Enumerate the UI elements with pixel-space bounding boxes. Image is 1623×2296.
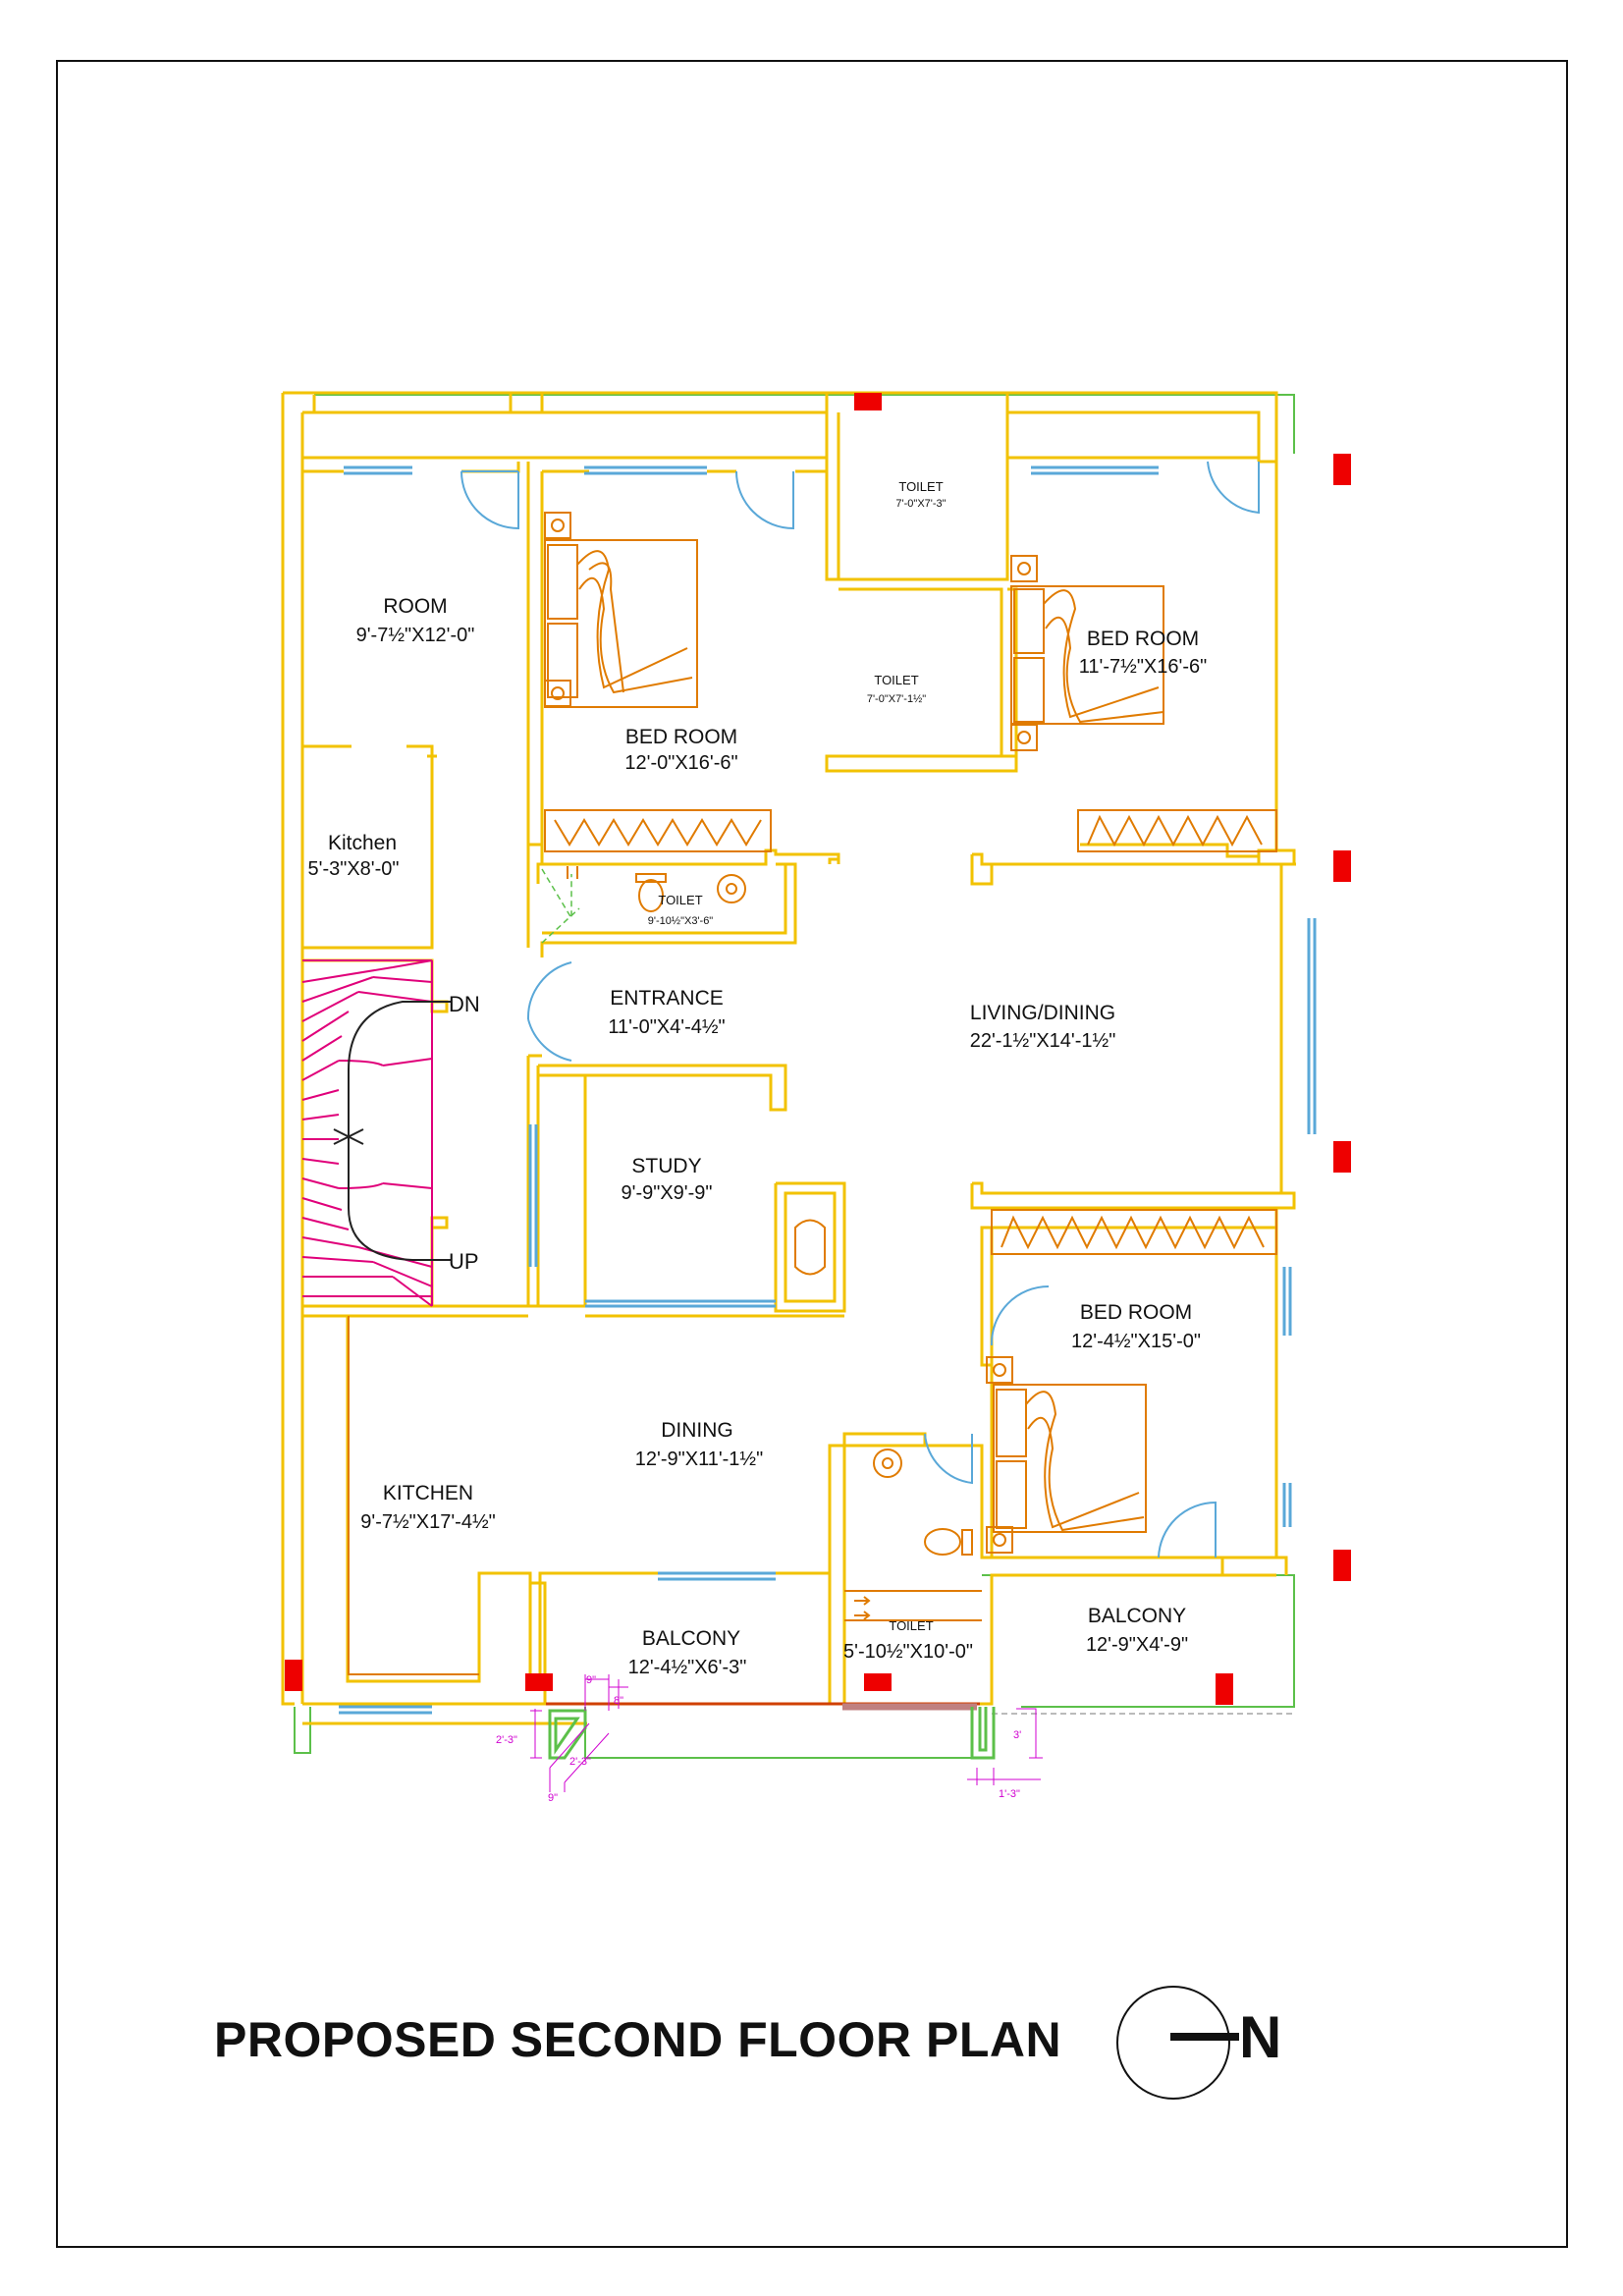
bed-bedroom-3 <box>986 1356 1147 1554</box>
stair-arrow <box>333 1001 452 1261</box>
room-name: ENTRANCE <box>610 987 724 1010</box>
planter <box>548 1707 996 1760</box>
balcony-railing <box>546 1702 1294 1715</box>
bed-bedroom-1 <box>544 512 698 708</box>
sheet-border <box>56 60 1568 2248</box>
room-name: ROOM <box>383 595 447 618</box>
room-name: TOILET <box>874 673 918 687</box>
room-dim: 7'-0"X7'-1½" <box>867 693 926 705</box>
room-name: TOILET <box>898 479 943 494</box>
room-name: BED ROOM <box>1087 628 1199 650</box>
north-letter: N <box>1239 2004 1282 2070</box>
bed-bedroom-2 <box>1010 555 1164 751</box>
windows <box>339 465 1317 1715</box>
toilet-fixtures <box>567 866 982 1621</box>
room-name: BED ROOM <box>1080 1301 1192 1324</box>
north-needle <box>1170 2033 1239 2041</box>
columns <box>285 393 1351 1705</box>
room-name: KITCHEN <box>383 1482 473 1504</box>
north-arrow <box>1116 1986 1239 2100</box>
room-name: LIVING/DINING <box>970 1002 1115 1024</box>
room-name: STUDY <box>631 1155 701 1177</box>
room-name: BED ROOM <box>625 726 737 748</box>
stair-down-label: DN <box>449 992 480 1016</box>
room-dim: 7'-0"X7'-3" <box>895 498 946 510</box>
dimension-label: 8" <box>614 1695 623 1707</box>
room-dim: 9'-7½"X12'-0" <box>356 625 475 646</box>
room-dim: 12'-4½"X6'-3" <box>628 1657 747 1678</box>
room-dim: 5'-3"X8'-0" <box>308 858 400 880</box>
stair-up-label: UP <box>449 1249 479 1274</box>
dimension-label: 9" <box>548 1792 558 1804</box>
room-name: BALCONY <box>642 1627 740 1650</box>
stair-labels: DN UP <box>449 992 480 1274</box>
room-dim: 12'-9"X11'-1½" <box>635 1449 763 1470</box>
dimension-label: 9" <box>586 1674 596 1686</box>
room-labels: ROOM 9'-7½"X12'-0" Kitchen 5'-3"X8'-0" B… <box>308 479 1208 1678</box>
room-dim: 5'-10½"X10'-0" <box>843 1641 973 1663</box>
toilet-door <box>541 868 580 944</box>
dimension-lines <box>530 1674 1043 1792</box>
north-circle <box>1116 1986 1230 2100</box>
room-dim: 12'-0"X16'-6" <box>624 752 737 774</box>
room-name: TOILET <box>889 1618 933 1633</box>
room-dim: 11'-7½"X16'-6" <box>1079 656 1207 678</box>
room-name: BALCONY <box>1088 1605 1186 1627</box>
room-dim: 11'-0"X4'-4½" <box>608 1016 725 1038</box>
room-name: Kitchen <box>328 832 397 854</box>
drawing-title: PROPOSED SECOND FLOOR PLAN <box>214 2012 1062 2067</box>
room-dim: 12'-9"X4'-9" <box>1086 1634 1188 1656</box>
kitchen-counter <box>348 1316 479 1675</box>
dimension-labels: 9" 8" 2'-3" 2'-3" 9" 3' 1'-3" <box>496 1674 1021 1804</box>
interior-walls <box>300 412 1296 1704</box>
dimension-label: 2'-3" <box>569 1756 591 1768</box>
room-dim: 12'-4½"X15'-0" <box>1071 1331 1201 1352</box>
wardrobes <box>544 809 1277 1255</box>
room-name: DINING <box>661 1419 733 1442</box>
staircase <box>301 959 433 1307</box>
dimension-label: 2'-3" <box>496 1734 517 1746</box>
room-dim: 22'-1½"X14'-1½" <box>970 1030 1116 1052</box>
doors <box>460 461 1260 1558</box>
room-name: TOILET <box>658 893 702 907</box>
room-dim: 9'-10½"X3'-6" <box>648 915 714 927</box>
room-dim: 9'-9"X9'-9" <box>622 1182 713 1204</box>
dimension-label: 1'-3" <box>999 1788 1020 1800</box>
dimension-label: 3' <box>1013 1729 1021 1741</box>
room-dim: 9'-7½"X17'-4½" <box>360 1511 495 1533</box>
